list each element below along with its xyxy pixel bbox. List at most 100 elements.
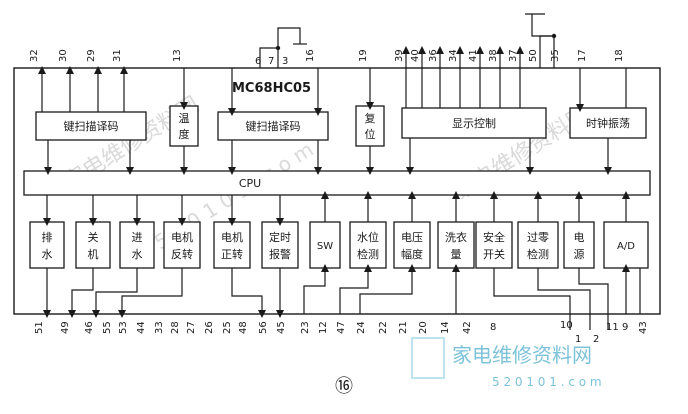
pin-top-35: 35 xyxy=(550,49,561,62)
pin-top-30: 30 xyxy=(58,49,69,62)
block-key-scan-decode-left: 键扫描译码 xyxy=(35,111,147,141)
svg-text:机: 机 xyxy=(88,247,99,261)
block-water-level: 水位 检测 xyxy=(349,221,387,269)
pin-labels-top: 32 30 29 31 13 6 7 3 16 19 39 40 36 34 4… xyxy=(29,49,625,67)
svg-text:显示控制: 显示控制 xyxy=(452,116,496,130)
pin-top-37: 37 xyxy=(508,49,519,62)
svg-text:键扫描译码: 键扫描译码 xyxy=(64,119,119,133)
block-zero-cross-detect: 过零 检测 xyxy=(517,221,559,269)
block-clock-oscillation: 时钟振荡 xyxy=(569,107,647,139)
svg-text:源: 源 xyxy=(574,247,585,261)
block-motor-reverse: 电机 反转 xyxy=(163,221,201,269)
pin-bottom-48: 48 xyxy=(238,321,249,334)
pin-bottom-9: 9 xyxy=(622,322,628,333)
pin-top-38: 38 xyxy=(488,49,499,62)
pin-bottom-26: 26 xyxy=(204,321,215,334)
pin-bottom-43: 43 xyxy=(638,321,649,334)
pin-top-13: 13 xyxy=(172,49,183,62)
svg-text:水: 水 xyxy=(132,248,143,261)
chip-title: MC68HC05 xyxy=(232,81,311,96)
pin-top-50: 50 xyxy=(528,49,539,62)
block-power-supply: 电 源 xyxy=(563,221,595,269)
block-shutdown: 关 机 xyxy=(75,221,111,269)
block-safety-switch: 安全 开关 xyxy=(475,221,513,269)
pin-top-7: 7 xyxy=(268,56,274,67)
figure-number: ⑯ xyxy=(335,376,353,397)
pin-bottom-22: 22 xyxy=(378,321,389,334)
svg-text:水: 水 xyxy=(42,248,53,261)
block-wash-amount: 洗衣 量 xyxy=(437,221,475,269)
block-temperature: 温 度 xyxy=(169,105,199,147)
pin-bottom-33: 33 xyxy=(154,321,165,334)
pin-bottom-11: 11 xyxy=(606,322,619,333)
svg-text:关: 关 xyxy=(88,230,99,244)
pin-bottom-56: 56 xyxy=(258,321,269,334)
pin-bottom-21: 21 xyxy=(398,321,409,334)
wires-bottom xyxy=(43,191,641,330)
cpu-label: CPU xyxy=(239,177,261,190)
svg-text:电压: 电压 xyxy=(401,231,423,244)
pin-top-19: 19 xyxy=(358,49,369,62)
svg-text:检测: 检测 xyxy=(527,247,549,261)
svg-text:量: 量 xyxy=(451,248,462,261)
watermark-logo: 家电维修资料网 5 2 0 1 0 1 . c o m xyxy=(411,337,602,389)
svg-text:报警: 报警 xyxy=(269,247,291,261)
pin-top-39: 39 xyxy=(394,49,405,62)
watermark-logo-url: 5 2 0 1 0 1 . c o m xyxy=(492,375,602,389)
svg-text:A/D: A/D xyxy=(617,241,635,252)
block-sw: SW xyxy=(309,221,341,269)
pin-bottom-10: 10 xyxy=(560,320,573,331)
svg-text:开关: 开关 xyxy=(483,247,505,261)
pin-bottom-47: 47 xyxy=(336,321,347,334)
pin-bottom-45: 45 xyxy=(276,321,287,334)
pin-bottom-25: 25 xyxy=(222,321,233,334)
svg-text:过零: 过零 xyxy=(527,231,549,244)
block-reset: 复 位 xyxy=(355,105,385,147)
pin-bottom-55: 55 xyxy=(102,321,113,334)
block-display-control: 显示控制 xyxy=(401,107,547,139)
pin-bottom-49: 49 xyxy=(60,321,71,334)
svg-text:复: 复 xyxy=(365,111,376,125)
block-key-scan-decode-right: 键扫描译码 xyxy=(217,111,329,141)
pin-bottom-28: 28 xyxy=(170,321,181,334)
cpu-bus: CPU xyxy=(23,170,651,196)
pin-bottom-23: 23 xyxy=(300,321,311,334)
pin-top-32: 32 xyxy=(29,49,40,62)
svg-text:SW: SW xyxy=(317,241,333,252)
watermark-logo-brand: 家电维修资料网 xyxy=(452,343,592,367)
svg-text:洗衣: 洗衣 xyxy=(445,230,467,244)
svg-text:时钟振荡: 时钟振荡 xyxy=(586,116,630,130)
pin-top-34: 34 xyxy=(448,49,459,62)
block-drain: 排 水 xyxy=(29,221,65,269)
svg-text:进: 进 xyxy=(132,231,143,244)
pin-top-41: 41 xyxy=(468,49,479,62)
pin-top-16: 16 xyxy=(305,49,316,62)
svg-text:正转: 正转 xyxy=(221,247,243,261)
svg-text:电机: 电机 xyxy=(171,230,193,244)
svg-text:电机: 电机 xyxy=(221,230,243,244)
pin-top-3: 3 xyxy=(282,56,288,67)
pin-top-36: 36 xyxy=(428,49,439,62)
pin-bottom-12: 12 xyxy=(318,321,329,334)
svg-text:幅度: 幅度 xyxy=(401,247,423,261)
pin-bottom-14: 14 xyxy=(440,321,451,334)
wires-top xyxy=(38,13,627,175)
block-voltage-amplitude: 电压 幅度 xyxy=(393,221,431,269)
svg-text:水位: 水位 xyxy=(357,230,379,244)
block-motor-forward: 电机 正转 xyxy=(213,221,251,269)
svg-text:度: 度 xyxy=(179,127,190,141)
pin-bottom-53: 53 xyxy=(118,321,129,334)
pin-bottom-44: 44 xyxy=(136,321,147,334)
pin-top-17: 17 xyxy=(577,49,588,62)
svg-text:安全: 安全 xyxy=(483,230,505,244)
pin-top-31: 31 xyxy=(112,49,123,62)
svg-text:位: 位 xyxy=(365,127,376,141)
svg-text:检测: 检测 xyxy=(357,247,379,261)
pin-bottom-1: 1 xyxy=(575,334,581,345)
block-adc: A/D xyxy=(603,221,649,269)
block-water-inlet: 进 水 xyxy=(119,221,155,269)
pin-bottom-8: 8 xyxy=(490,322,496,333)
svg-text:排: 排 xyxy=(42,230,53,244)
pin-top-40: 40 xyxy=(410,49,421,62)
